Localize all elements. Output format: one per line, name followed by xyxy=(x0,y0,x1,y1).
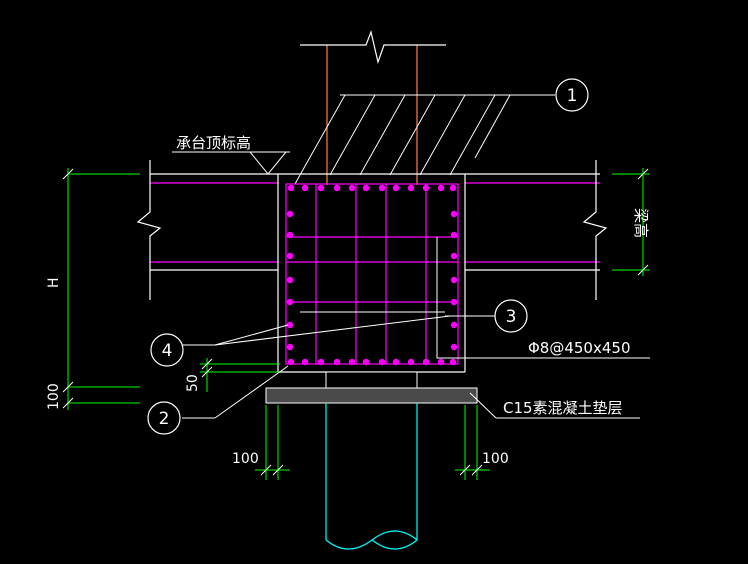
rebar-dot xyxy=(450,321,458,329)
rebar-dot xyxy=(333,358,341,366)
marker-1-label: 1 xyxy=(567,86,578,106)
rebar-dot xyxy=(287,184,295,192)
rebar-dot xyxy=(333,184,341,192)
dimension-right-offset-label: 100 xyxy=(482,451,509,467)
rebar-dot xyxy=(286,343,294,351)
rebar-dot xyxy=(450,252,458,260)
dimension-height-label: H xyxy=(46,277,62,288)
marker-4-label: 4 xyxy=(162,341,173,361)
rebar-dot xyxy=(286,210,294,218)
rebar-dot xyxy=(362,358,370,366)
rebar-dot xyxy=(286,276,294,284)
left-beam-break-line xyxy=(136,160,162,300)
rebar-cage xyxy=(285,183,650,365)
rebar-dot xyxy=(449,184,457,192)
dimension-bottom xyxy=(255,405,490,480)
rebar-dot xyxy=(449,358,457,366)
rebar-dot xyxy=(378,358,386,366)
stirrup-spec-label: Φ8@450x450 xyxy=(528,339,631,357)
cushion-layer xyxy=(265,371,478,404)
rebar-dot xyxy=(348,358,356,366)
marker-3-label: 3 xyxy=(506,307,517,327)
rebar-dot xyxy=(422,184,430,192)
tie-beams xyxy=(136,160,608,300)
pile xyxy=(325,403,418,550)
rebar-dots xyxy=(286,184,458,366)
rebar-dot xyxy=(450,231,458,239)
rebar-dot xyxy=(450,276,458,284)
rebar-dot xyxy=(450,343,458,351)
rebar-dot xyxy=(301,184,309,192)
stirrup-leader xyxy=(436,237,650,359)
rebar-dot xyxy=(362,184,370,192)
rebar-dot xyxy=(286,298,294,306)
leader-lines xyxy=(182,94,640,419)
cap-top-elevation-label: 承台顶标高 xyxy=(176,134,251,152)
marker-3[interactable]: 3 xyxy=(494,299,528,333)
column xyxy=(300,29,446,185)
dimension-left xyxy=(62,168,140,410)
rebar-dot xyxy=(287,358,295,366)
rebar-dot xyxy=(437,358,445,366)
cushion-label: C15素混凝土垫层 xyxy=(503,399,623,417)
marker-2-label: 2 xyxy=(159,409,170,429)
beam-height-label: 梁高 xyxy=(632,208,650,238)
rebar-dot xyxy=(392,184,400,192)
dimension-beam-height xyxy=(612,168,650,276)
cap-top-elevation: 承台顶标高 xyxy=(172,134,290,175)
right-beam-break-line xyxy=(582,160,608,300)
rebar-dot xyxy=(317,184,325,192)
dimension-cover xyxy=(200,358,280,392)
rebar-dot xyxy=(317,358,325,366)
rebar-dot xyxy=(392,358,400,366)
dimension-cushion-thickness-label: 100 xyxy=(46,383,62,410)
marker-4[interactable]: 4 xyxy=(150,333,184,367)
rebar-dot xyxy=(286,252,294,260)
rebar-dot xyxy=(450,210,458,218)
dimension-cover-label: 50 xyxy=(185,374,201,392)
dimension-left-offset-label: 100 xyxy=(232,451,259,467)
marker-1[interactable]: 1 xyxy=(555,78,589,112)
rebar-dot xyxy=(348,184,356,192)
column-hatch xyxy=(294,94,555,185)
rebar-dot xyxy=(407,184,415,192)
rebar-dot xyxy=(422,358,430,366)
rebar-dot xyxy=(407,358,415,366)
rebar-dot xyxy=(286,231,294,239)
rebar-dot xyxy=(450,298,458,306)
rebar-dot xyxy=(378,184,386,192)
rebar-dot xyxy=(286,321,294,329)
rebar-dot xyxy=(437,184,445,192)
column-break-line xyxy=(300,29,446,65)
rebar-dot xyxy=(301,358,309,366)
marker-2[interactable]: 2 xyxy=(147,401,181,435)
